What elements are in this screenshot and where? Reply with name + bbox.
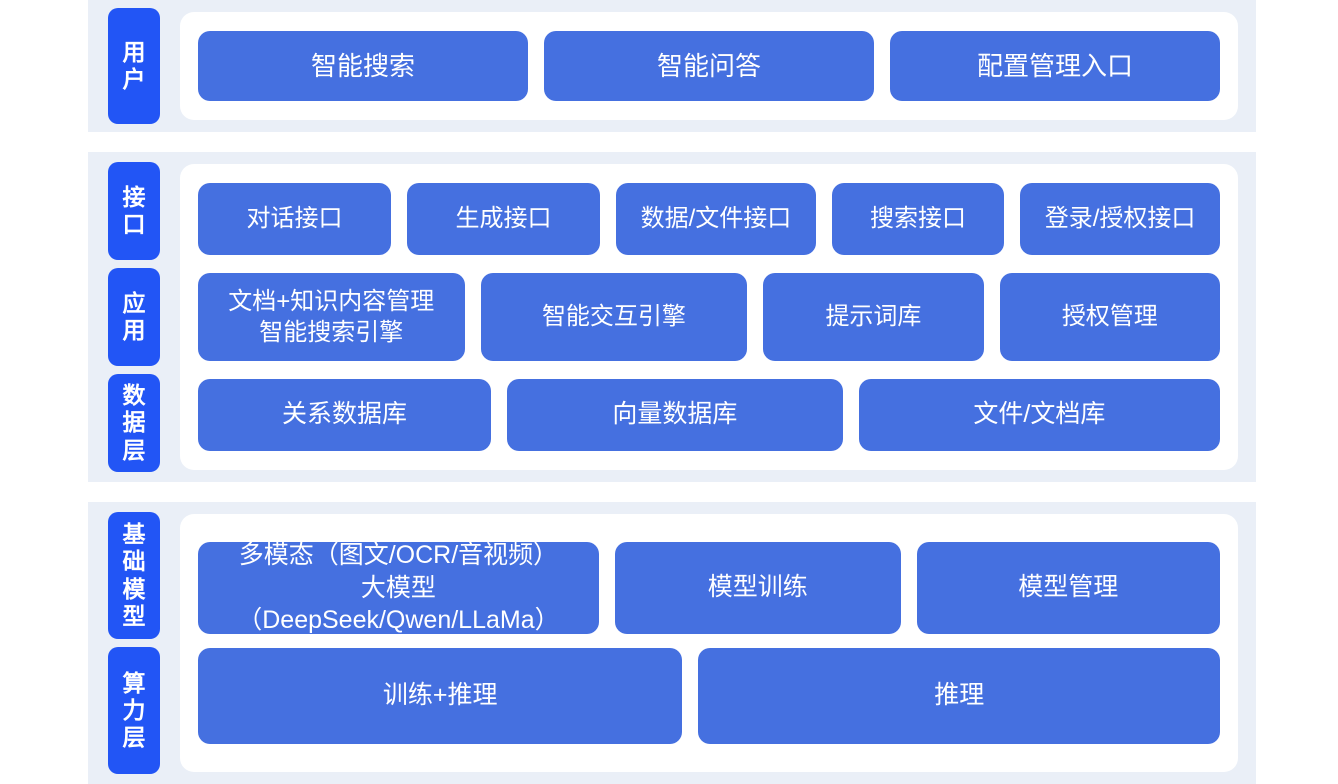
row-interface: 对话接口 生成接口 数据/文件接口 搜索接口 登录/授权接口 (198, 183, 1220, 255)
rail-tab-interface-label: 接口 (122, 183, 146, 237)
rail-tab-compute-layer[interactable]: 算力层 (108, 647, 160, 774)
box-document-knowledge-management[interactable]: 文档+知识内容管理 智能搜索引擎 (198, 273, 465, 361)
row-application: 文档+知识内容管理 智能搜索引擎 智能交互引擎 提示词库 授权管理 (198, 273, 1220, 361)
row-user: 智能搜索 智能问答 配置管理入口 (198, 31, 1220, 101)
rail-user: 用户 (88, 0, 180, 132)
box-file-document-store[interactable]: 文件/文档库 (858, 379, 1220, 451)
box-model-management[interactable]: 模型管理 (916, 542, 1220, 634)
box-training-inference[interactable]: 训练+推理 (198, 648, 683, 744)
box-data-file-api[interactable]: 数据/文件接口 (615, 183, 816, 255)
box-inference[interactable]: 推理 (698, 648, 1220, 744)
band-infrastructure: 基础模型 算力层 多模态（图文/OCR/音视频） 大模型（DeepSeek/Qw… (88, 502, 1256, 784)
box-generation-api[interactable]: 生成接口 (406, 183, 600, 255)
row-foundation-model: 多模态（图文/OCR/音视频） 大模型（DeepSeek/Qwen/LLaMa）… (198, 541, 1220, 634)
band-middle: 接口 应用 数据层 对话接口 生成接口 数据/文件接口 搜索接口 登录/授权接口… (88, 152, 1256, 482)
box-model-training[interactable]: 模型训练 (614, 542, 901, 634)
rail-tab-data-layer-label: 数据层 (122, 382, 146, 463)
box-dialog-api[interactable]: 对话接口 (198, 183, 391, 255)
row-data: 关系数据库 向量数据库 文件/文档库 (198, 379, 1220, 451)
box-smart-search[interactable]: 智能搜索 (198, 31, 528, 101)
rail-tab-user-label: 用户 (122, 38, 146, 92)
panel-middle: 对话接口 生成接口 数据/文件接口 搜索接口 登录/授权接口 文档+知识内容管理… (180, 164, 1238, 470)
box-search-api[interactable]: 搜索接口 (831, 183, 1005, 255)
box-vector-database[interactable]: 向量数据库 (507, 379, 843, 451)
band-user: 用户 智能搜索 智能问答 配置管理入口 (88, 0, 1256, 132)
rail-tab-data-layer[interactable]: 数据层 (108, 374, 160, 472)
rail-tab-user[interactable]: 用户 (108, 8, 160, 124)
box-authorization-management[interactable]: 授权管理 (999, 273, 1220, 361)
box-login-auth-api[interactable]: 登录/授权接口 (1020, 183, 1220, 255)
box-smart-qa[interactable]: 智能问答 (544, 31, 874, 101)
rail-tab-foundation-model[interactable]: 基础模型 (108, 512, 160, 639)
box-config-management-entry[interactable]: 配置管理入口 (890, 31, 1220, 101)
panel-user: 智能搜索 智能问答 配置管理入口 (180, 12, 1238, 120)
panel-infrastructure: 多模态（图文/OCR/音视频） 大模型（DeepSeek/Qwen/LLaMa）… (180, 514, 1238, 772)
rail-tab-application-label: 应用 (122, 289, 146, 343)
rail-tab-compute-layer-label: 算力层 (122, 669, 146, 751)
rail-infrastructure: 基础模型 算力层 (88, 502, 180, 784)
rail-tab-application[interactable]: 应用 (108, 268, 160, 366)
box-multimodal-large-model[interactable]: 多模态（图文/OCR/音视频） 大模型（DeepSeek/Qwen/LLaMa） (198, 541, 599, 634)
box-relational-database[interactable]: 关系数据库 (198, 379, 492, 451)
box-smart-interaction-engine[interactable]: 智能交互引擎 (480, 273, 748, 361)
box-prompt-library[interactable]: 提示词库 (763, 273, 984, 361)
rail-middle: 接口 应用 数据层 (88, 152, 180, 482)
rail-tab-interface[interactable]: 接口 (108, 162, 160, 260)
rail-tab-foundation-model-label: 基础模型 (122, 521, 146, 629)
row-compute: 训练+推理 推理 (198, 648, 1220, 744)
